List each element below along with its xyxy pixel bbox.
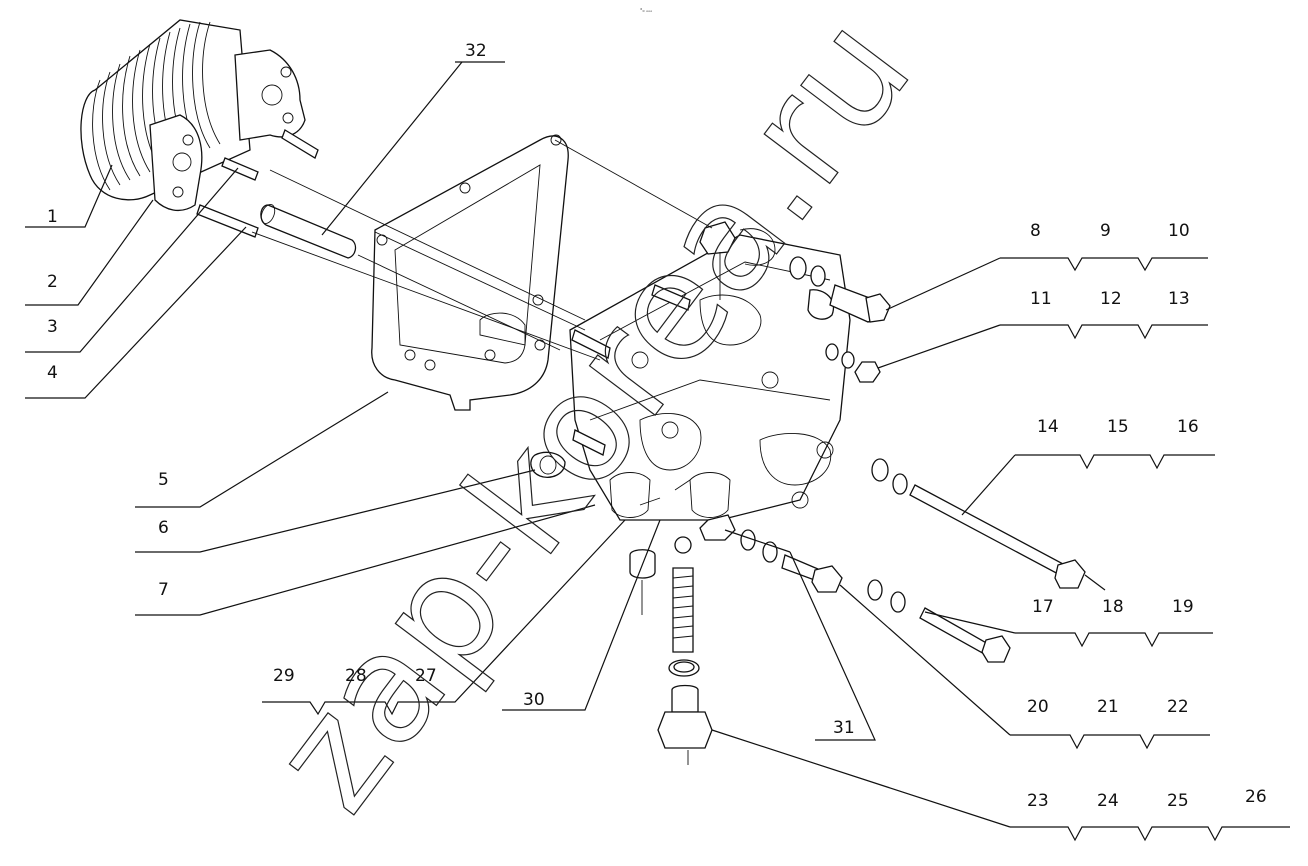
- callout-31: 31: [833, 718, 855, 738]
- long-bolt-drawing: [871, 458, 1086, 589]
- callout-7: 7: [158, 580, 169, 600]
- pipe-drawing: [260, 204, 357, 259]
- callout-17: 17: [1032, 597, 1054, 617]
- callout-3: 3: [47, 317, 58, 337]
- callout-21: 21: [1097, 697, 1119, 717]
- callout-16: 16: [1177, 417, 1199, 437]
- callout-20: 20: [1027, 697, 1049, 717]
- callout-14: 14: [1037, 417, 1059, 437]
- oil-cooler-drawing: [80, 19, 319, 238]
- callout-10: 10: [1168, 221, 1190, 241]
- callout-8: 8: [1030, 221, 1041, 241]
- callout-labels: 1 2 3 4 5 6 7 8 9 10 11 12 13 14 15 16 1…: [47, 41, 1267, 811]
- callout-4: 4: [47, 363, 58, 383]
- callout-24: 24: [1097, 791, 1119, 811]
- callout-13: 13: [1168, 289, 1190, 309]
- callout-25: 25: [1167, 791, 1189, 811]
- callout-1: 1: [47, 207, 58, 227]
- callout-23: 23: [1027, 791, 1049, 811]
- callout-19: 19: [1172, 597, 1194, 617]
- callout-18: 18: [1102, 597, 1124, 617]
- fasteners-upper-drawing: [789, 256, 891, 383]
- callout-9: 9: [1100, 221, 1111, 241]
- callout-27: 27: [415, 666, 437, 686]
- callout-32: 32: [465, 41, 487, 61]
- filter-housing-drawing: [569, 221, 851, 521]
- callout-15: 15: [1107, 417, 1129, 437]
- header-mark: °₀ ₒₒₒ: [640, 8, 652, 14]
- callout-5: 5: [158, 470, 169, 490]
- callout-28: 28: [345, 666, 367, 686]
- callout-29: 29: [273, 666, 295, 686]
- gasket-drawing: [371, 134, 569, 411]
- callout-6: 6: [158, 518, 169, 538]
- callout-12: 12: [1100, 289, 1122, 309]
- callout-26: 26: [1245, 787, 1267, 807]
- leader-lines: [25, 61, 1290, 842]
- callout-30: 30: [523, 690, 545, 710]
- callout-22: 22: [1167, 697, 1189, 717]
- callout-2: 2: [47, 272, 58, 292]
- fasteners-lower-drawing: [740, 529, 1011, 663]
- callout-11: 11: [1030, 289, 1052, 309]
